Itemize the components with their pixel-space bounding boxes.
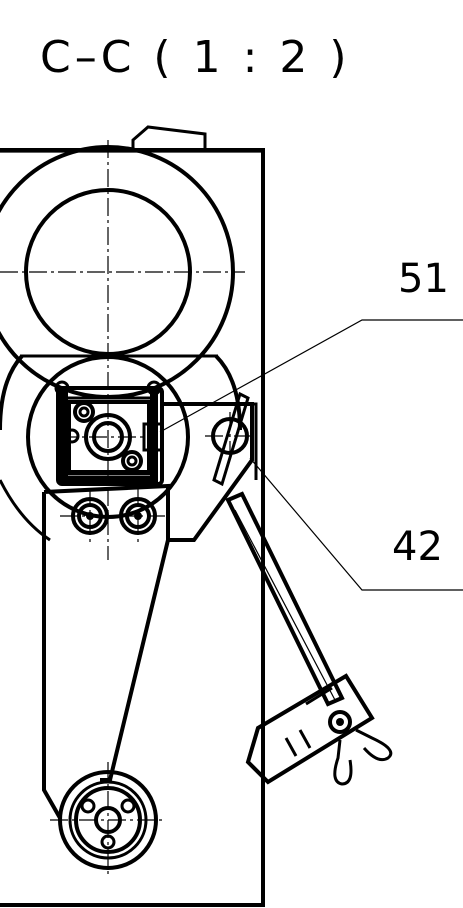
bottom-pulley [50,762,166,878]
callout-42: 42 [249,457,463,591]
clamp-block [54,380,164,486]
tension-arm [42,483,170,819]
section-view-title: C–C ( 1 : 2 ) [40,32,351,83]
lever-bracket [162,391,258,542]
upper-roller [0,140,245,560]
feed-lever [225,491,393,786]
callout-51: 51 [159,256,463,433]
callout-51-label: 51 [398,256,449,302]
callout-42-label: 42 [392,524,443,570]
